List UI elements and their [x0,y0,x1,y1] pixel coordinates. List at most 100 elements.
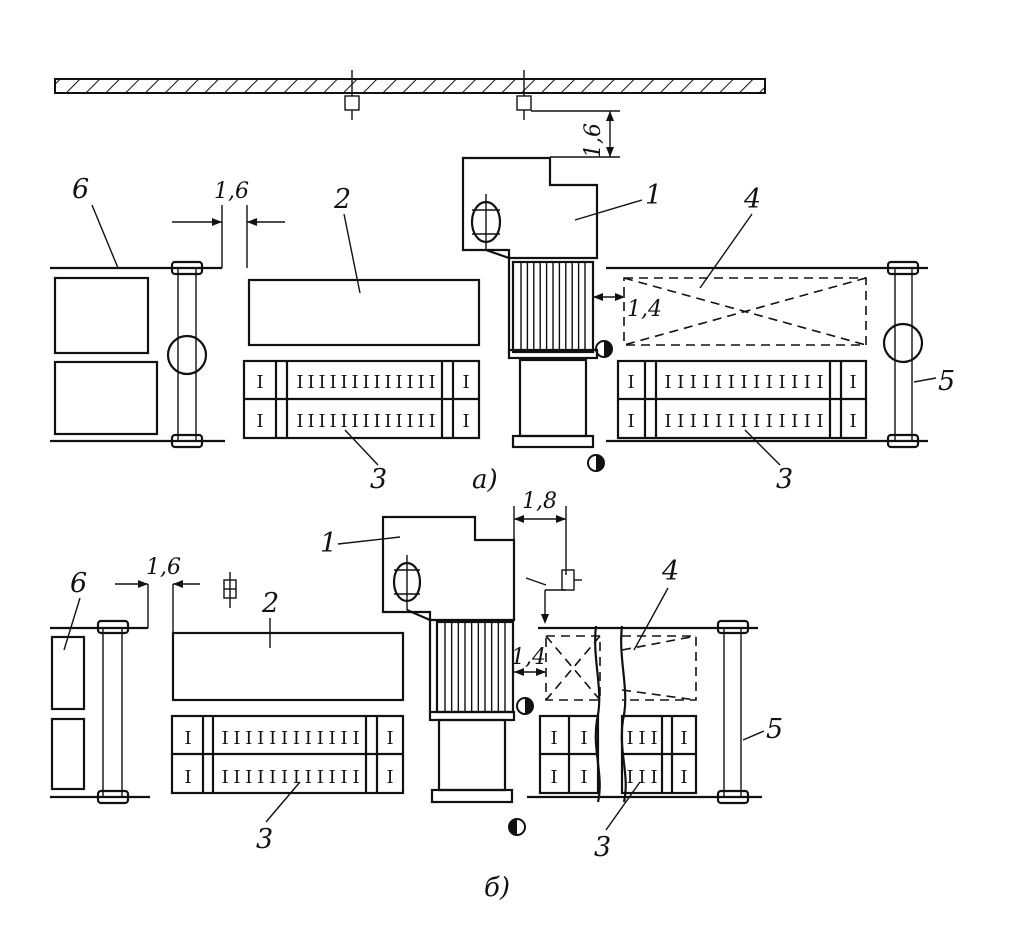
dim-top-b: 1,8 [513,489,582,624]
stack-mark: I [650,728,657,749]
track-a: 6 [50,174,225,449]
stack-mark: I [550,767,557,788]
stack-mark: I [340,411,347,432]
stack-mark: I [580,728,587,749]
stack-mark: I [386,767,393,788]
stack-mark: I [305,767,312,788]
stack-mark: I [352,728,359,749]
label-stack-b-left: 3 [256,824,273,855]
stack-mark: I [296,411,303,432]
stack-mark: I [384,411,391,432]
dim-gap-b: 1,6 [115,555,200,632]
stack-mark: I [256,411,263,432]
stack-mark: I [626,767,633,788]
track-b: 6 [50,568,150,805]
stack-mark: I [664,372,671,393]
stack-mark: I [804,411,811,432]
stack-mark: I [677,411,684,432]
stack-mark: I [307,411,314,432]
dim-top-clearance: 1,6 [531,110,620,158]
stack-mark: I [340,372,347,393]
dim-top-b-label: 1,8 [522,489,557,514]
stack-mark: I [269,767,276,788]
label-tray-a: 4 [743,184,761,215]
label-crane-b: 5 [766,714,783,745]
stack-mark: I [417,411,424,432]
stack-mark: I [329,767,336,788]
stack-mark: I [580,767,587,788]
label-crane-a: 5 [938,366,955,397]
rails-b [527,626,762,799]
dim-top-clearance-label: 1,6 [581,123,606,158]
stack-mark: I [766,372,773,393]
stack-mark: I [690,372,697,393]
stack-mark: I [406,372,413,393]
stack-mark: I [728,411,735,432]
label-press-a: 1 [645,180,662,211]
stack-mark: I [281,728,288,749]
label-tray-b: 4 [661,556,679,587]
dim-gap-a-label: 1,6 [214,179,249,204]
stack-mark: I [715,372,722,393]
stack-mark: I [816,372,823,393]
stack-mark: I [677,372,684,393]
stack-mark: I [329,372,336,393]
stack-mark: I [257,728,264,749]
dim-side-b-label: 1,4 [511,645,546,670]
stack-mark: I [766,411,773,432]
stack-mark: I [702,411,709,432]
stack-mark: I [690,411,697,432]
stack-mark: I [233,728,240,749]
label-track-b: 6 [70,568,87,599]
label-track-a: 6 [72,174,89,205]
indicator-a-2 [587,454,605,472]
stack-mark: I [245,728,252,749]
stack-mark: I [245,767,252,788]
stack-mark: I [791,411,798,432]
caption-variant-b: б) [484,873,510,903]
label-press-b: 1 [320,528,337,559]
stack-mark: I [702,372,709,393]
stack-mark: I [627,372,634,393]
stack-mark: I [293,728,300,749]
dim-gap-b-label: 1,6 [146,555,181,580]
crane-b: 5 [716,619,783,805]
table-a: 2 [247,184,481,347]
stack-mark: I [753,411,760,432]
stack-mark: I [221,728,228,749]
stack-mark: I [849,372,856,393]
stack-mark: I [305,728,312,749]
dim-side-a: 1,4 [593,293,662,322]
stack-mark: I [184,728,191,749]
indicator-b-1 [516,697,534,715]
stack-mark: I [269,728,276,749]
stack-mark: I [296,372,303,393]
stack-mark: I [728,372,735,393]
stack-mark: I [184,767,191,788]
hanger-b [223,572,237,608]
stack-mark: I [352,767,359,788]
label-stack-a-right: 3 [776,464,793,495]
stack-mark: I [256,372,263,393]
stack-mark: I [638,728,645,749]
label-table-b: 2 [261,588,279,619]
label-stack-b-right: 3 [594,832,611,863]
stack-mark: I [664,411,671,432]
stack-mark: I [221,767,228,788]
stack-mark: I [351,411,358,432]
stack-mark: I [680,767,687,788]
stack-mark: I [680,728,687,749]
stack-mark: I [386,728,393,749]
stack-mark: I [373,411,380,432]
stack-mark: I [318,411,325,432]
indicator-b-2 [508,818,526,836]
stack-mark: I [406,411,413,432]
stack-mark: I [317,728,324,749]
dim-side-a-label: 1,4 [627,297,662,322]
caption-variant-a: а) [472,465,498,495]
stack-mark: I [650,767,657,788]
